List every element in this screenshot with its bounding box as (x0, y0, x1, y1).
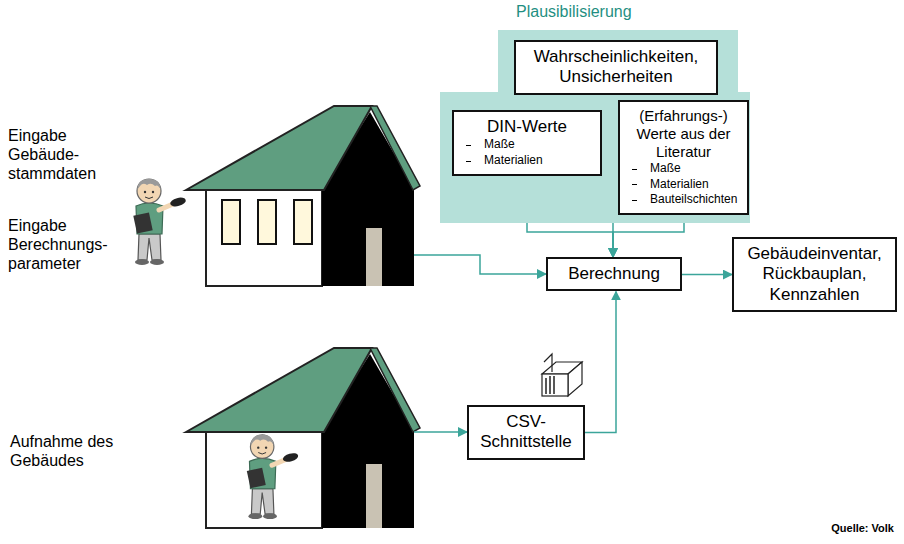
house-roof (186, 106, 372, 190)
node-title: CSV- Schnittstelle (475, 412, 577, 453)
node-title: (Erfahrungs-) Werte aus der Literatur (626, 107, 741, 161)
process-box: DIN-WerteMaßeMaterialien (452, 110, 602, 176)
side-label: Eingabe Gebäude- stammdaten (8, 126, 120, 184)
connector-arrow (682, 274, 732, 276)
node-title: Berechnung (554, 264, 674, 284)
process-box: Berechnung (546, 257, 682, 291)
house-top (186, 106, 420, 286)
house-link (414, 255, 546, 274)
node-title: DIN-Werte (460, 117, 594, 137)
roof-edge (370, 106, 420, 190)
process-box: (Erfahrungs-) Werte aus der LiteraturMaß… (618, 100, 749, 215)
icon-flap (544, 354, 552, 372)
list-item: Materialien (626, 177, 741, 193)
house-wall (206, 188, 322, 286)
plausibility-panel: PlausibilisierungWahrscheinlichkeiten, U… (440, 30, 750, 223)
panel-fill (440, 30, 750, 223)
house-roof (186, 348, 372, 432)
list-item: Maße (626, 161, 741, 177)
house-link (414, 431, 467, 433)
icon-front (542, 374, 568, 396)
house-window (222, 200, 240, 244)
interface-box: CSV- Schnittstelle (467, 405, 585, 460)
side-label: Aufnahme des Gebäudes (10, 432, 132, 470)
list-item: Maße (460, 137, 594, 153)
house-wall (206, 430, 322, 528)
list-item: Bauteilschichten (626, 192, 741, 208)
csv-icon (542, 354, 582, 396)
side-label: Eingabe Berechnungs- parameter (8, 216, 124, 274)
connector-arrow (585, 291, 616, 432)
house-window (258, 200, 276, 244)
roof-edge (370, 348, 420, 432)
source-note: Quelle: Volk (780, 522, 894, 535)
house-door (366, 464, 382, 528)
node-title: Wahrscheinlichkeiten, Unsicherheiten (522, 47, 710, 88)
person-figure (133, 179, 186, 265)
result-box: Gebäudeinventar, Rückbauplan, Kennzahlen (732, 237, 897, 312)
house-door (366, 228, 382, 286)
list-item: Materialien (460, 153, 594, 169)
node-title: Gebäudeinventar, Rückbauplan, Kennzahlen (740, 244, 889, 305)
icon-stripes (546, 376, 554, 394)
node-title: Plausibilisierung (516, 2, 632, 21)
icon-side (568, 362, 582, 396)
house-bottom (186, 348, 420, 528)
person-figure (247, 435, 299, 519)
process-box: Wahrscheinlichkeiten, Unsicherheiten (514, 40, 718, 95)
house-window (294, 200, 312, 244)
